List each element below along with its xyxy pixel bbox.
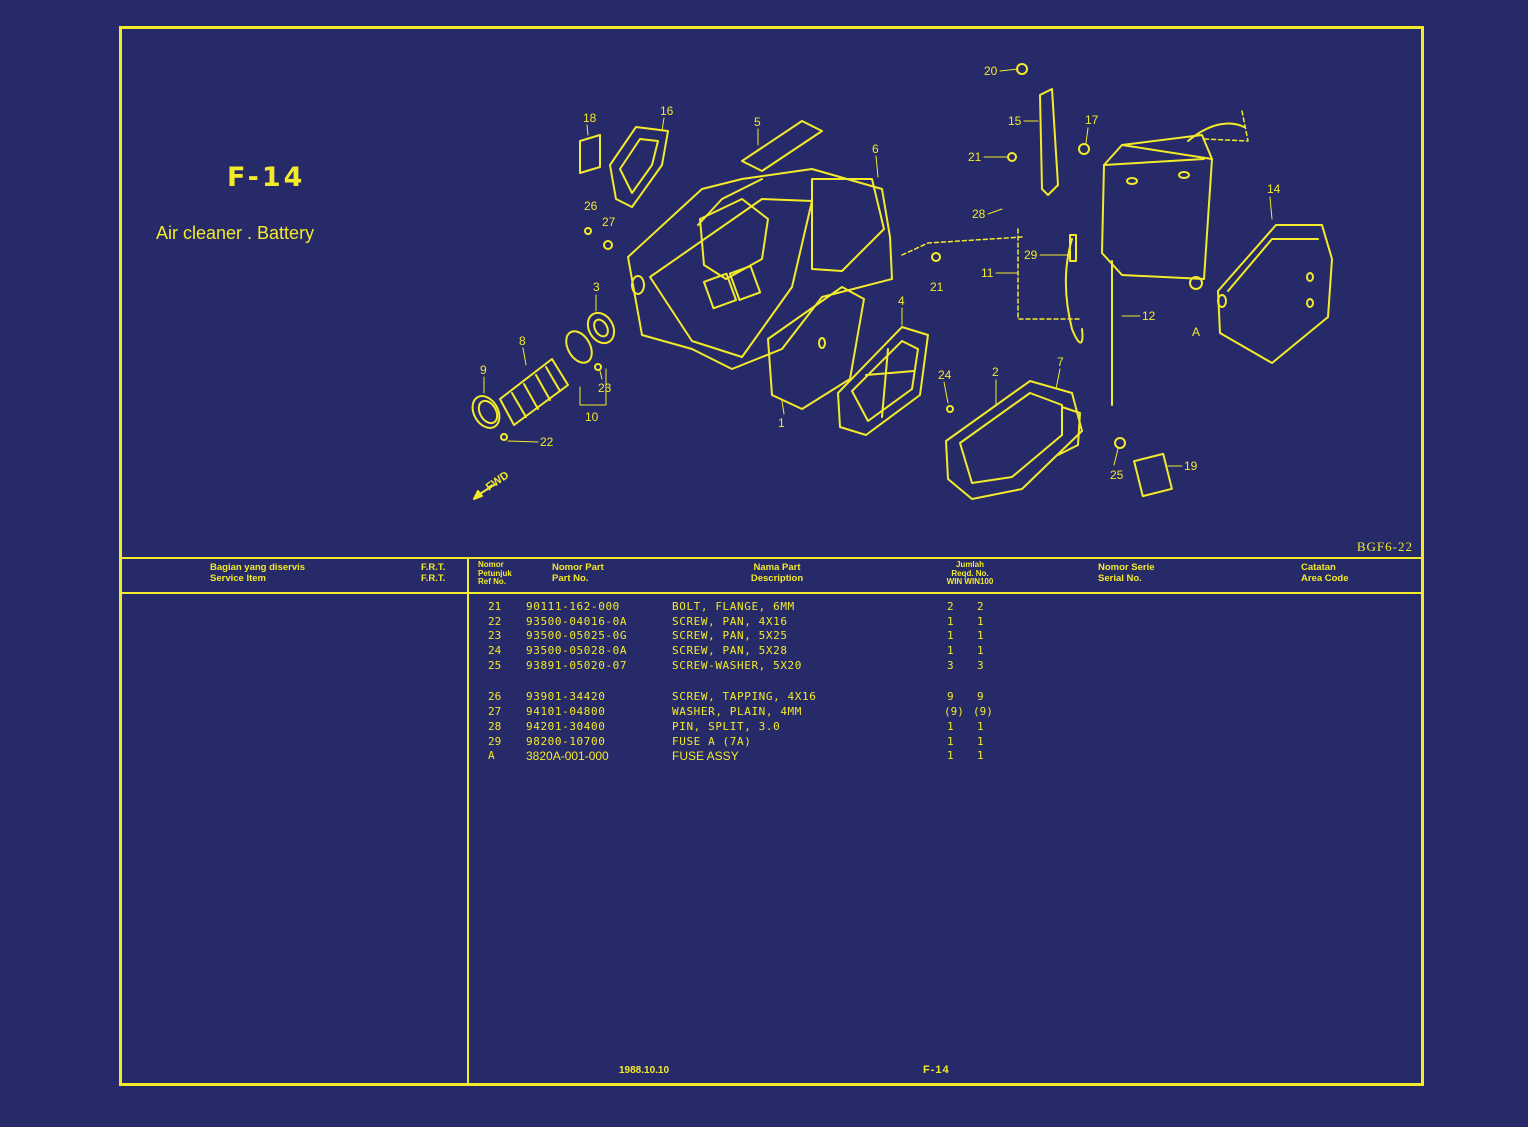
cable-part <box>1064 238 1084 344</box>
header-serial-no: Nomor Serie Serial No. <box>1098 562 1155 584</box>
section-code: F-14 <box>227 162 306 193</box>
callout-22: 22 <box>540 435 554 449</box>
fwd-label: FWD <box>484 469 511 493</box>
callout-15: 15 <box>1008 114 1022 128</box>
callout-24: 24 <box>938 368 952 382</box>
catalog-page-frame: F-14 Air cleaner . Battery FWD <box>119 26 1424 1086</box>
header-top-rule <box>122 557 1421 559</box>
table-row: 22 93500-04016-0A SCREW, PAN, 4X16 1 1 <box>488 614 984 628</box>
header-qty: Jumlah Reqd. No. WIN WIN100 <box>946 560 994 586</box>
callout-6: 6 <box>872 142 879 156</box>
dashed-group-lines <box>901 110 1249 320</box>
callout-1: 1 <box>778 416 785 430</box>
table-row: 27 94101-04800 WASHER, PLAIN, 4MM (9) (9… <box>488 705 993 719</box>
callout-27: 27 <box>602 215 616 229</box>
callout-16: 16 <box>660 104 674 118</box>
footer-page-number: F-14 <box>923 1064 950 1076</box>
exploded-parts-diagram: FWD <box>471 63 1333 500</box>
table-row: 26 93901-34420 SCREW, TAPPING, 4X16 9 9 <box>488 690 984 704</box>
sticker-part-18 <box>579 134 601 174</box>
battery-part <box>1101 122 1245 280</box>
callout-19: 19 <box>1184 459 1198 473</box>
battery-holder-part-14 <box>1217 224 1333 364</box>
cover-part-16 <box>609 126 669 208</box>
element-part-4 <box>837 326 929 436</box>
joint-part-3 <box>565 311 616 364</box>
callout-21a: 21 <box>968 150 982 164</box>
header-part-no: Nomor Part Part No. <box>552 562 604 584</box>
callout-26: 26 <box>584 199 598 213</box>
callout-25: 25 <box>1110 468 1124 482</box>
callout-20: 20 <box>984 64 998 78</box>
header-bottom-rule <box>122 592 1421 594</box>
side-cover-part-2 <box>945 380 1083 500</box>
callout-3: 3 <box>593 280 600 294</box>
callout-23: 23 <box>598 381 612 395</box>
callout-28: 28 <box>972 207 986 221</box>
bracket-part-15 <box>1039 88 1059 196</box>
header-ref-no: Nomor Petunjuk Ref No. <box>478 560 512 586</box>
callout-4: 4 <box>898 294 905 308</box>
air-cleaner-case <box>627 120 893 370</box>
callout-9: 9 <box>480 363 487 377</box>
header-service-item: Bagian yang diservis Service Item <box>210 562 306 584</box>
table-row: A 3820A-001-000 FUSE ASSY 1 1 <box>488 749 984 764</box>
fwd-arrow-icon: FWD <box>473 469 511 500</box>
table-row: 23 93500-05025-0G SCREW, PAN, 5X25 1 1 <box>488 629 984 643</box>
table-row: 21 90111-162-000 BOLT, FLANGE, 6MM 2 2 <box>488 600 984 613</box>
table-row: 25 93891-05020-07 SCREW-WASHER, 5X20 3 3 <box>488 658 984 672</box>
table-row: 24 93500-05028-0A SCREW, PAN, 5X28 1 1 <box>488 644 984 658</box>
footer-date: 1988.10.10 <box>619 1065 670 1076</box>
table-row: 28 94201-30400 PIN, SPLIT, 3.0 1 1 <box>488 719 984 733</box>
header-area-code: Catatan Area Code <box>1301 562 1349 584</box>
leader-lines <box>483 68 1273 467</box>
callout-11: 11 <box>981 266 994 280</box>
callout-A: A <box>1192 325 1200 339</box>
callout-10: 10 <box>585 410 599 424</box>
callout-12: 12 <box>1142 309 1156 323</box>
header-frt: F.R.T. F.R.T. <box>421 562 446 584</box>
label-part-19 <box>1133 452 1173 498</box>
callouts: 1 2 3 4 5 6 7 8 9 10 11 12 14 15 16 17 1… <box>480 64 1281 482</box>
diagram-area: F-14 Air cleaner . Battery FWD <box>122 29 1421 559</box>
callout-7: 7 <box>1057 355 1064 369</box>
callout-29: 29 <box>1024 248 1038 262</box>
callout-5: 5 <box>754 115 761 129</box>
tube-part-8 <box>499 358 569 426</box>
fuse-part-29 <box>1069 234 1077 262</box>
header-description: Nama Part Description <box>750 562 804 584</box>
table-row: 29 98200-10700 FUSE A (7A) 1 1 <box>488 734 984 748</box>
callout-2: 2 <box>992 365 999 379</box>
callout-21b: 21 <box>930 280 944 294</box>
callout-18: 18 <box>583 111 597 125</box>
parts-list: 21 90111-162-000 BOLT, FLANGE, 6MM 2 2 2… <box>473 600 1033 764</box>
callout-17: 17 <box>1085 113 1099 127</box>
callout-8: 8 <box>519 334 526 348</box>
section-title: Air cleaner . Battery <box>156 223 315 243</box>
element-part-1 <box>767 286 865 410</box>
clamp-part-9 <box>471 395 501 429</box>
callout-14: 14 <box>1267 182 1281 196</box>
figure-code: BGF6-22 <box>1356 539 1413 554</box>
column-divider <box>467 559 469 1083</box>
